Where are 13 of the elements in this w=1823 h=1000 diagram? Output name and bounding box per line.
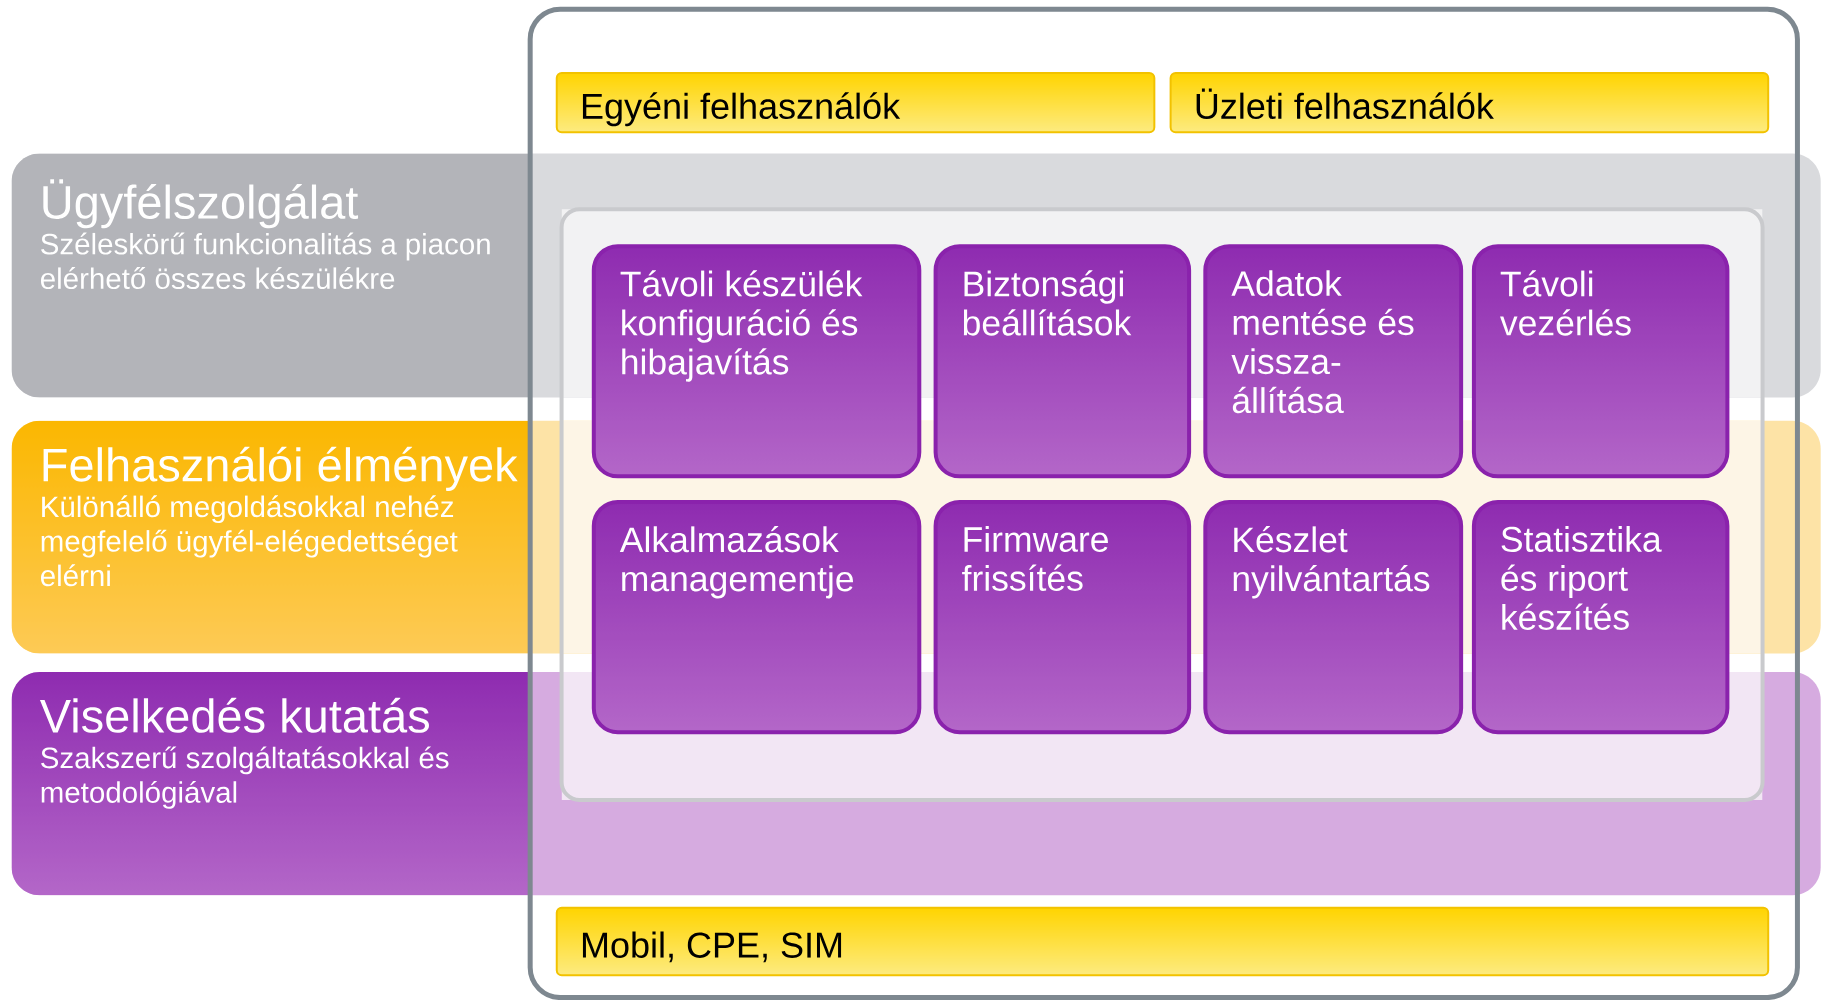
- label-bar: Üzleti felhasználók: [1169, 72, 1770, 134]
- function-tile: Távoli vezérlés: [1471, 244, 1730, 479]
- function-tile: Firmware frissítés: [933, 499, 1192, 735]
- frame: [527, 6, 1800, 1000]
- function-tile: Készlet nyilvántartás: [1203, 499, 1464, 735]
- function-tile: Adatok mentése és vissza-állítása: [1203, 244, 1464, 479]
- function-tile: Biztonsági beállítások: [933, 244, 1192, 479]
- panel: [559, 207, 1765, 802]
- label-bar: Mobil, CPE, SIM: [555, 906, 1770, 977]
- function-tile: Alkalmazások managementje: [591, 499, 922, 735]
- function-tile: Statisztika és riport készítés: [1471, 499, 1730, 735]
- function-tile: Távoli készülék konfiguráció és hibajavítás: [591, 244, 922, 479]
- label-bar: Egyéni felhasználók: [555, 72, 1156, 134]
